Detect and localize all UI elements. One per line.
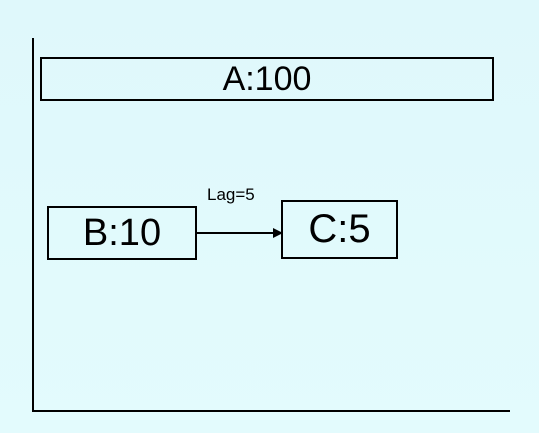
task-box-c-label: C:5 — [308, 207, 371, 251]
task-box-b: B:10 — [47, 206, 197, 260]
task-box-a-label: A:100 — [222, 59, 312, 98]
task-box-c: C:5 — [281, 200, 398, 259]
task-box-b-label: B:10 — [82, 211, 162, 254]
dependency-arrow-icon — [197, 228, 283, 238]
vertical-axis-line — [32, 38, 34, 412]
task-box-a: A:100 — [40, 57, 494, 101]
horizontal-axis-line — [32, 410, 510, 412]
lag-label: Lag=5 — [207, 185, 255, 204]
